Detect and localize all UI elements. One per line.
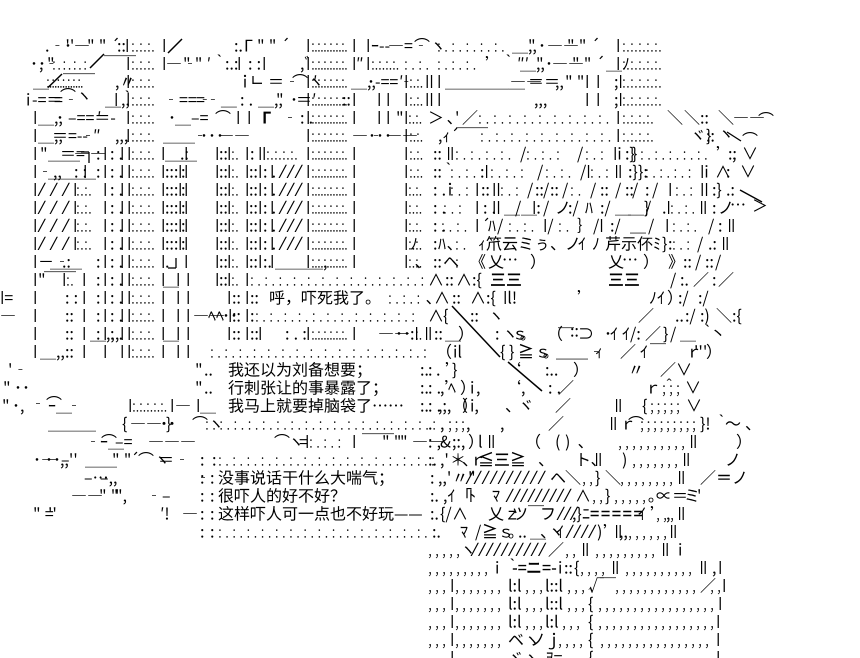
aa-line-11: | ∕ ∕ ∕ | :.:. | : . | | :.:.:. | ::: | … <box>34 199 767 217</box>
speech-bubble-1-text-line-1: 呼，吓死我了。 <box>270 290 371 306</box>
aa-line-12: | ∕ ∕ ∕ | :.:. | : . | | :.:.:. | ::: | … <box>34 217 734 235</box>
aa-line-25: ･― ･･– ,,'' ＿＿ " " ´ ⌒ヽ ＝‐ : : :.:.:.:.:… <box>35 451 738 469</box>
aa-line-17: ― | :: | : | : . | | :.:.:. | | | ―― ﾍﾍ … <box>1 308 742 325</box>
aa-line-28: " = '' ′! ― : : 这样吓人可一点也不好玩—— :. {/ ∧ 乂 … <box>34 505 684 523</box>
aa-line-20: '‐ " .. 我还以为刘备想要； :. : . ’ } ‘ :.. ） 〃 ／… <box>9 361 691 379</box>
aa-line-4: ＿ :.:.:.:.:.:.:. ￣￣ ,〃 | :.:.:. ｉ ＝‐ ⌒ヽ … <box>33 73 661 91</box>
aa-line-16: |= | : : | : | : . | | :.:.:. | | | | ::… <box>1 289 709 307</box>
aa-line-15: | " ￣￣ | :. | : | : . | | :.:.:. | ＿ | |… <box>34 271 734 289</box>
aa-line-8: | " ＿＿ ＝= ―― : | : . | | :.:.:. | ＿＿ .: … <box>34 146 757 163</box>
aa-line-19: | ＿,, :: | | | | :.:.:. | | | :.:.:.:.:.… <box>34 343 711 361</box>
aa-line-27: ―― " " ", ‐– : : 很吓人的好不好？ :. ,ｲ 「 ﾄ ﾏ //… <box>72 488 700 505</box>
aa-line-22: " ･, ‐⌒ ｰ＿ ‐ | :.:.:.:.:. | ― | ＿ 我马上就要掉… <box>3 396 701 415</box>
aa-line-2: .‐'' ･ ― " " ´ :: | :.:.:. | :. Γ " " ´ … <box>46 37 661 55</box>
aa-line-6: | ＿,, ･ –==＝- ′ | :.:.:. ･ ＿–= ⌒ | | Γ ‐… <box>34 110 774 127</box>
aa-long-strokes <box>47 38 763 392</box>
aa-line-30: ,,,,, ヽ ////////// ／ ,, ‖ ,,,,,,,,, ‖ i <box>428 542 682 559</box>
aa-art: .‐'' ･ ― " " ´ :: | :.:.:. | :. Γ " " ´ … <box>1 37 774 658</box>
aa-line-18: | :: | ＿,,, : | : . | | :.:.:. | ＿ | | |… <box>34 324 722 343</box>
aa-line-34: ,,, | ,,,,,,, l:l ,,, l:l ,,, { ,,,,,,,,… <box>428 614 719 631</box>
speech-bubble-3-text-line-1: 没事说话干什么大喘气； <box>218 470 384 487</box>
aa-line-10: | ∕ ∕ ∕ | :.:. | : . | | :.:.:. | ::: | … <box>34 182 734 199</box>
speech-bubble-2-text-line-3: 我马上就要掉脑袋了…… <box>228 398 403 413</box>
aa-line-31: ,,,,,,,,, i ｀ -= ニ =- i :: { ,,,, ‖ ,,,,… <box>428 558 721 577</box>
aa-line-32: ,,, | ,,,,,,, l:l ,,, l::l ,,, √ ￣ ,,,,,… <box>428 577 725 595</box>
speech-bubble-3-text-line-2: 很吓人的好不好？ <box>218 488 338 503</box>
aa-line-5: i -=＝ =‐ ⌒ヽ ＿,, | ｀ | :.:.:. ‐==‐ =‐＿ : … <box>27 88 661 109</box>
aa-line-13: | ∕ ∕ ∕ | :.:. | : . | | :.:.:. | ::: | … <box>34 236 728 253</box>
aa-line-26: –… –,, ‐ : : 没事说话干什么大喘气； : ,,' 〃" //////… <box>84 470 745 487</box>
aa-line-23: ＿＿＿ { ― ― ･･ } ⌒ヽ :.:.:.:.:.:.:.:.:.:.:.… <box>48 414 751 433</box>
aa-line-29: : : :.:.:.:.:.:.:.:.:.:.:.:.:.:.:. :. ﾏ … <box>201 523 676 541</box>
aa-line-7: | ＿,, ＝=-- ‐ ″ ,,, | :.:.:. ＿＿ ‐ ･･･ ―― … <box>34 127 758 145</box>
speech-bubble-2-text-line-2: 行刺张让的事暴露了； <box>228 380 378 397</box>
speech-bubble-3-text-line-3: 这样吓人可一点也不好玩—— <box>218 506 422 521</box>
aa-line-35: ,,, | ,,,,,,, ベヽ ノ ｊ ,,,, { ,,,,,,,,,,,,… <box>428 632 719 650</box>
aa-line-21: " ･･ " .. 行刺张让的事暴露了； :. : . ,’ ﾍ ） i , ‘… <box>4 378 700 397</box>
aa-line-24: ‐⌒ ｰ＿ –= ――― ⌒ ヽ = | :.:.: | ￣￣ " " " ――… <box>91 433 741 451</box>
aa-line-9: | ‐,, ＿＿＿ : : | : | : . | | :.:.:. | :::… <box>34 162 755 181</box>
aa-line-33: ,,, | ,,,,,,, l:l ,,, l::l ,,, { ,,,,,,,… <box>428 596 721 613</box>
aa-line-36: ,,, | ,,,,,,, ヾヽ -ｦ= { ,,,,,,,,,, | <box>451 650 719 658</box>
aa-line-14: | －‐ ＿＿ .: : | : . | | :.:.:. | . | | ::… <box>34 253 721 271</box>
speech-bubble-2-text-line-1: 我还以为刘备想要； <box>228 362 362 379</box>
aa-line-3: ･･ ,‐ " :.:.:.: ￣￣ | :.:.:. | ―‐ " " ′ ｀… <box>32 54 661 73</box>
